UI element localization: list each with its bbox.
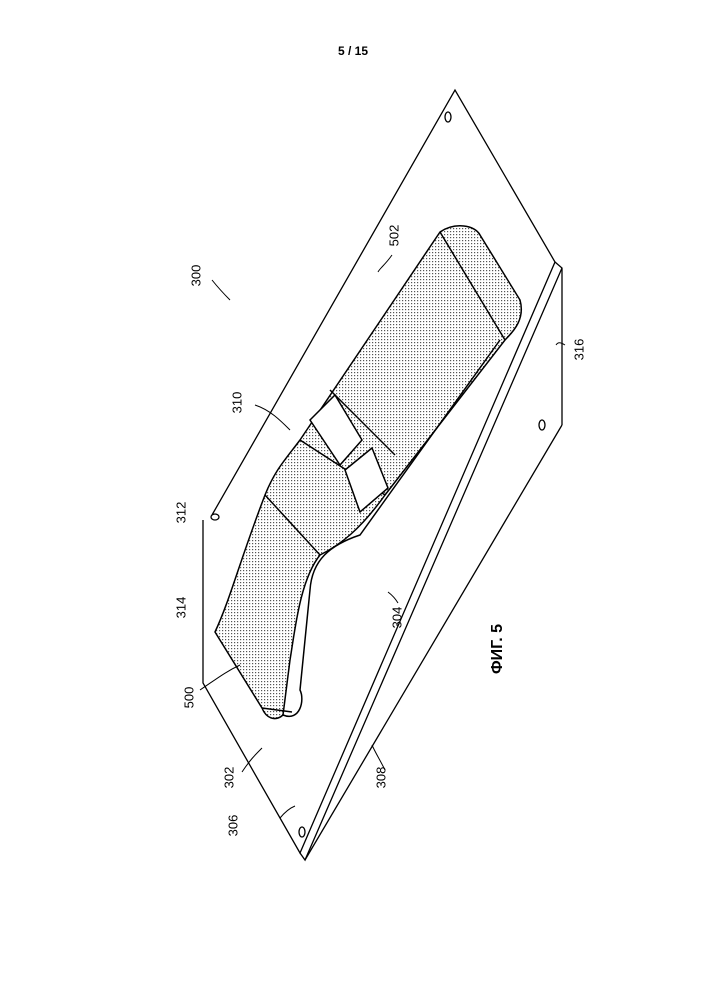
label-306: 306 — [225, 815, 240, 837]
label-310: 310 — [229, 392, 244, 414]
figure-caption: ФИГ. 5 — [489, 624, 507, 674]
label-308: 308 — [373, 767, 388, 789]
label-314: 314 — [173, 597, 188, 619]
label-312: 312 — [173, 502, 188, 524]
label-502: 502 — [386, 225, 401, 247]
label-316: 316 — [571, 339, 586, 361]
label-302: 302 — [221, 767, 236, 789]
cushion — [215, 226, 521, 719]
label-300: 300 — [188, 265, 203, 287]
label-304: 304 — [389, 607, 404, 629]
label-500: 500 — [181, 687, 196, 709]
